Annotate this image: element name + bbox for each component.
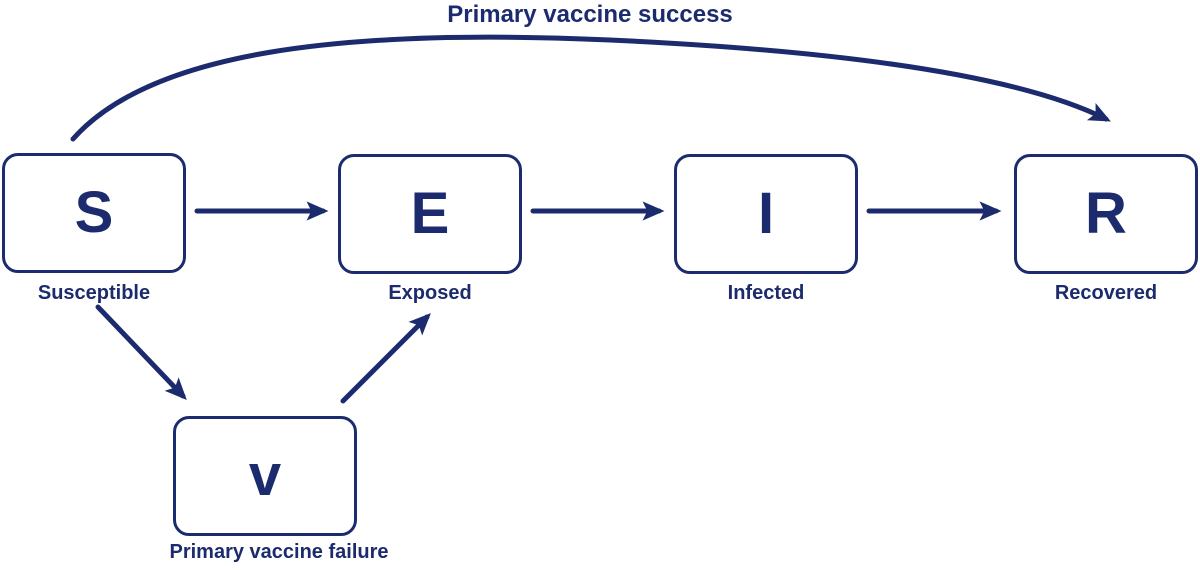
- node-box-vaccine-failure: v: [173, 416, 357, 536]
- node-label-exposed: Exposed: [388, 282, 472, 304]
- edge-v-to-e-arrow: [340, 313, 431, 404]
- node-label-susceptible: Susceptible: [37, 282, 151, 304]
- node-box-recovered: R: [1014, 154, 1198, 274]
- node-label-infected: Infected: [727, 282, 805, 304]
- node-letter-susceptible: S: [74, 180, 114, 245]
- node-letter-exposed: E: [410, 181, 450, 246]
- curved-edge-label: Primary vaccine success: [447, 1, 733, 28]
- node-letter-infected: I: [757, 181, 775, 246]
- node-box-infected: I: [674, 154, 858, 274]
- edge-s-to-v-arrow: [95, 304, 187, 400]
- node-box-susceptible: S: [2, 153, 186, 273]
- node-box-exposed: E: [338, 154, 522, 274]
- node-letter-recovered: R: [1085, 181, 1127, 246]
- node-letter-vaccine-failure: v: [248, 443, 282, 508]
- node-label-vaccine-failure: Primary vaccine failure: [169, 541, 389, 563]
- node-label-recovered: Recovered: [1054, 282, 1158, 304]
- edge-s-to-r-curved-arrow: [70, 34, 1111, 142]
